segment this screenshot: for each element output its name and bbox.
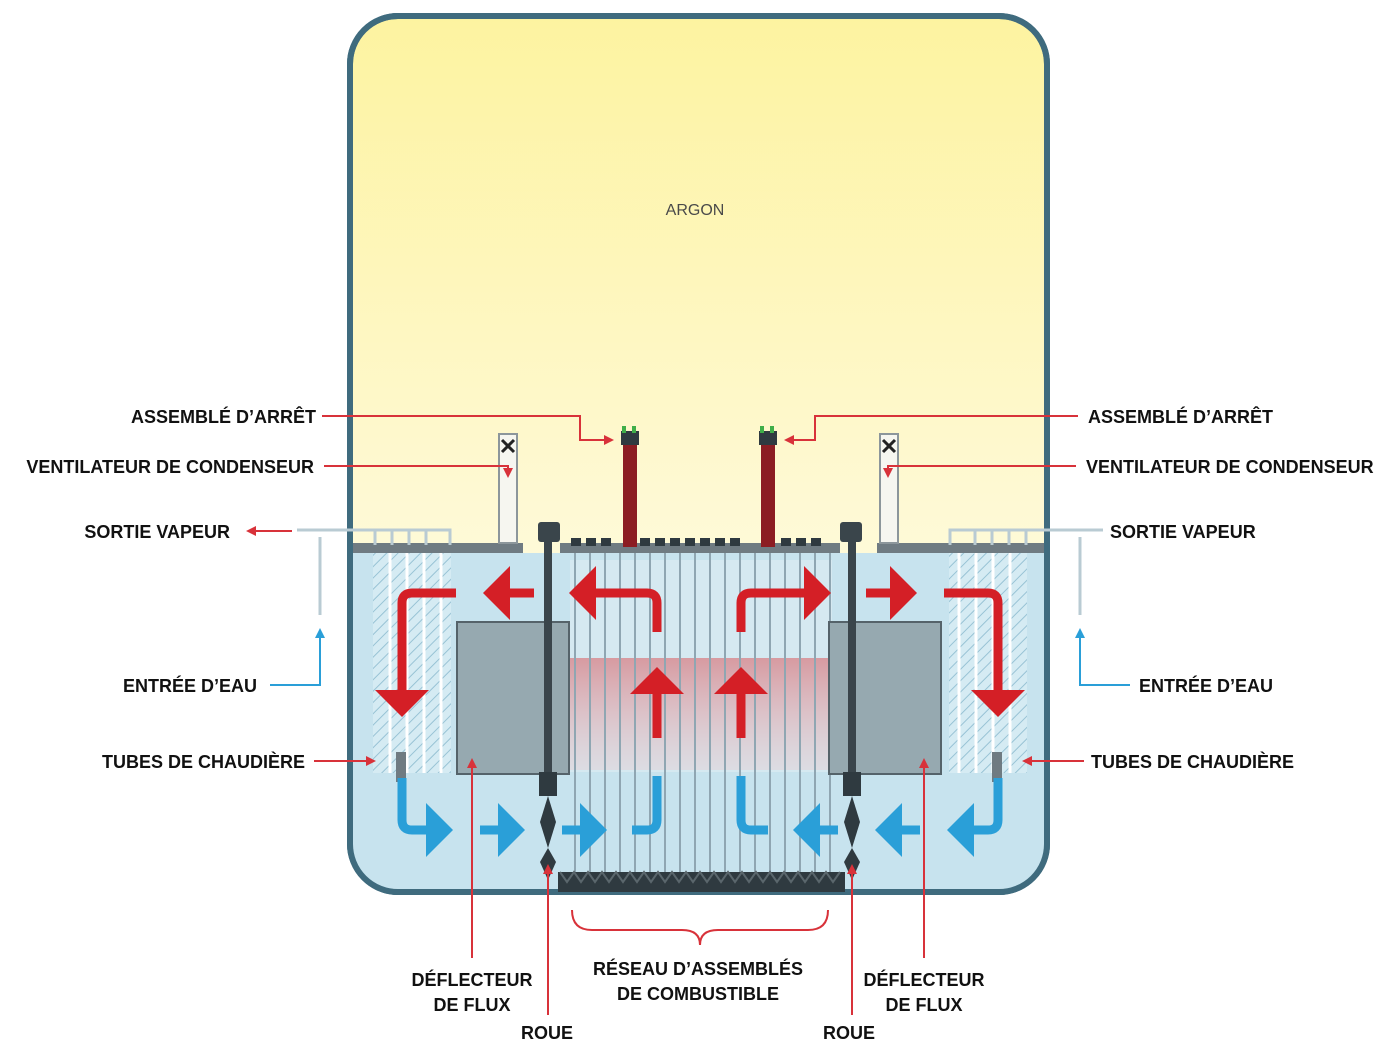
- fuel-array-bracket: [571, 909, 829, 946]
- label-water-inlet-right: ENTRÉE D’EAU: [1139, 675, 1273, 696]
- boiler-tubes-left: [373, 553, 451, 782]
- fuel-rod-heads: [571, 538, 821, 546]
- label-shutdown-right: ASSEMBLÉ D’ARRÊT: [1088, 406, 1273, 427]
- shutdown-assembly-left: [621, 426, 639, 547]
- steam-outlet-piping-right: [948, 528, 1103, 615]
- label-shutdown-left: ASSEMBLÉ D’ARRÊT: [131, 406, 316, 427]
- label-steam-outlet-right: SORTIE VAPEUR: [1110, 522, 1256, 542]
- label-boiler-tubes-right: TUBES DE CHAUDIÈRE: [1091, 751, 1294, 772]
- label-steam-outlet-left: SORTIE VAPEUR: [84, 522, 230, 542]
- argon-label: ARGON: [666, 202, 725, 219]
- label-condenser-fan-left: VENTILATEUR DE CONDENSEUR: [26, 457, 314, 477]
- boiler-tubes-right: [949, 553, 1027, 782]
- label-water-inlet-left: ENTRÉE D’EAU: [123, 675, 257, 696]
- label-impeller-left: ROUE: [521, 1023, 573, 1043]
- steam-outlet-piping-left: [297, 528, 452, 615]
- flow-deflector-right: [828, 621, 942, 775]
- callout-labels: ASSEMBLÉ D’ARRÊT ASSEMBLÉ D’ARRÊT VENTIL…: [26, 406, 1373, 1043]
- label-condenser-fan-right: VENTILATEUR DE CONDENSEUR: [1086, 457, 1374, 477]
- label-fuel-array-line2: DE COMBUSTIBLE: [617, 984, 779, 1004]
- shutdown-assembly-right: [759, 426, 777, 547]
- label-flow-deflector-right-line2: DE FLUX: [885, 995, 962, 1015]
- deck-plate: [353, 543, 1044, 553]
- fan-icon: [500, 438, 516, 454]
- condenser-fan-right: [879, 433, 899, 544]
- pump-impeller-left: [538, 522, 560, 880]
- label-flow-deflector-left-line2: DE FLUX: [433, 995, 510, 1015]
- condenser-fan-left: [498, 433, 518, 544]
- label-impeller-right: ROUE: [823, 1023, 875, 1043]
- flow-deflector-left: [456, 621, 570, 775]
- cold-sodium-flow: [397, 776, 1003, 857]
- leader-lines: [246, 415, 1130, 1015]
- label-boiler-tubes-left: TUBES DE CHAUDIÈRE: [102, 751, 305, 772]
- label-flow-deflector-left-line1: DÉFLECTEUR: [412, 969, 533, 990]
- label-fuel-array-line1: RÉSEAU D’ASSEMBLÉS: [593, 958, 803, 979]
- hot-sodium-flow: [375, 566, 1025, 738]
- fan-icon: [881, 438, 897, 454]
- label-flow-deflector-right-line1: DÉFLECTEUR: [864, 969, 985, 990]
